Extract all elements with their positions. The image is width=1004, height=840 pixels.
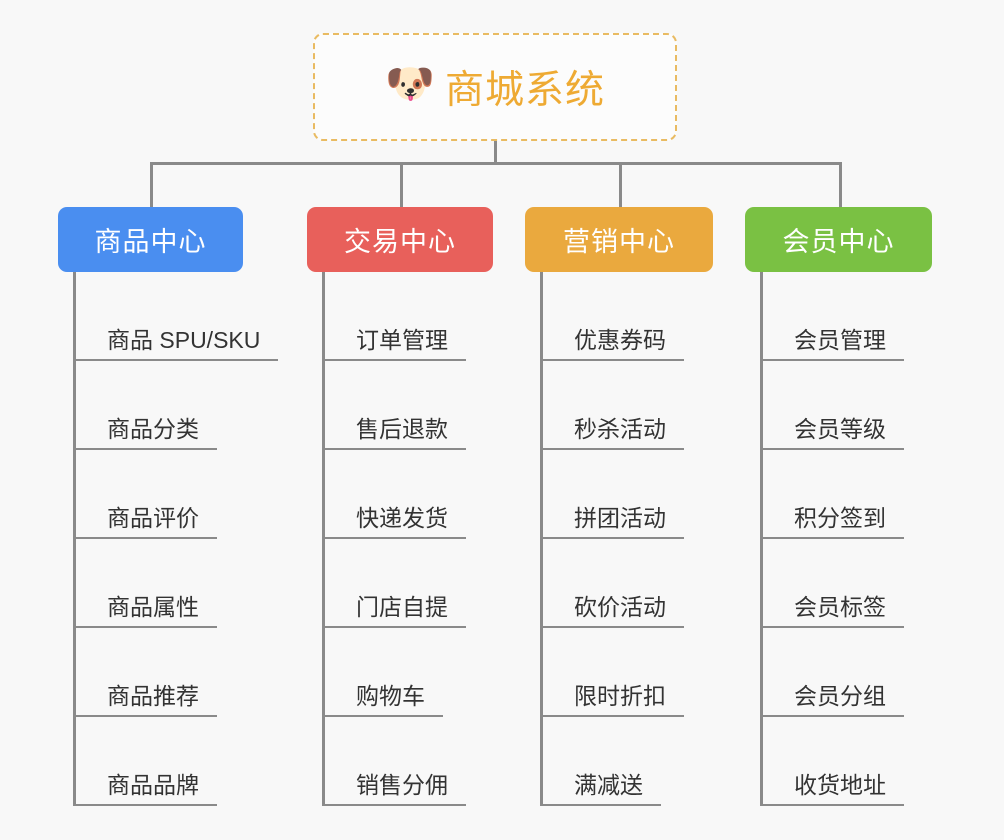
list-item[interactable]: 会员分组 [745,628,965,717]
leaf-label: 秒杀活动 [574,415,666,442]
list-item[interactable]: 秒杀活动 [525,361,745,450]
leaf-label: 商品 SPU/SKU [107,326,261,353]
connector-drop-3 [619,162,622,209]
root-node[interactable]: 🐶 商城系统 [313,33,677,141]
leaf-label: 会员标签 [794,593,886,620]
leaf-label: 会员管理 [794,326,886,353]
connector-drop-1 [150,162,153,209]
leaf-label: 收货地址 [794,771,886,798]
leaf-label: 商品品牌 [107,771,199,798]
list-item[interactable]: 拼团活动 [525,450,745,539]
list-item[interactable]: 优惠券码 [525,272,745,361]
branch-trunk-1 [322,272,325,806]
branch-items-2: 优惠券码 秒杀活动 拼团活动 砍价活动 限时折扣 满减送 [525,272,745,806]
leaf-label: 订单管理 [356,326,448,353]
branch-items-1: 订单管理 售后退款 快递发货 门店自提 购物车 销售分佣 [307,272,527,806]
leaf-label: 限时折扣 [574,682,666,709]
list-item[interactable]: 购物车 [307,628,527,717]
leaf-label: 商品分类 [107,415,199,442]
connector-drop-2 [400,162,403,209]
list-item[interactable]: 商品推荐 [58,628,288,717]
connector-root-stem [494,141,497,165]
branch-column-2: 营销中心 优惠券码 秒杀活动 拼团活动 砍价活动 限时折扣 满减送 [525,207,745,806]
leaf-label: 满减送 [574,771,643,798]
list-item[interactable]: 会员等级 [745,361,965,450]
leaf-label: 商品属性 [107,593,199,620]
branch-trunk-3 [760,272,763,806]
leaf-label: 砍价活动 [574,593,666,620]
branch-header-0[interactable]: 商品中心 [58,207,243,272]
leaf-label: 门店自提 [356,593,448,620]
branch-items-3: 会员管理 会员等级 积分签到 会员标签 会员分组 收货地址 [745,272,965,806]
list-item[interactable]: 砍价活动 [525,539,745,628]
leaf-label: 会员等级 [794,415,886,442]
root-title: 商城系统 [444,69,605,112]
leaf-label: 优惠券码 [574,326,666,353]
branch-trunk-0 [73,272,76,806]
list-item[interactable]: 销售分佣 [307,717,527,806]
leaf-label: 购物车 [356,682,425,709]
connector-horizontal-bus [150,162,842,165]
list-item[interactable]: 商品 SPU/SKU [58,272,288,361]
list-item[interactable]: 快递发货 [307,450,527,539]
list-item[interactable]: 限时折扣 [525,628,745,717]
branch-items-0: 商品 SPU/SKU 商品分类 商品评价 商品属性 商品推荐 商品品牌 [58,272,288,806]
list-item[interactable]: 售后退款 [307,361,527,450]
branch-header-label: 会员中心 [782,227,895,257]
branch-column-1: 交易中心 订单管理 售后退款 快递发货 门店自提 购物车 销售分佣 [307,207,527,806]
list-item[interactable]: 满减送 [525,717,745,806]
list-item[interactable]: 订单管理 [307,272,527,361]
branch-header-1[interactable]: 交易中心 [307,207,493,272]
branch-header-3[interactable]: 会员中心 [745,207,932,272]
connector-drop-4 [839,162,842,209]
list-item[interactable]: 收货地址 [745,717,965,806]
leaf-label: 商品评价 [107,504,199,531]
leaf-label: 快递发货 [356,504,448,531]
branch-header-2[interactable]: 营销中心 [525,207,713,272]
branch-trunk-2 [540,272,543,806]
list-item[interactable]: 商品品牌 [58,717,288,806]
list-item[interactable]: 商品评价 [58,450,288,539]
branch-header-label: 交易中心 [344,227,456,257]
branch-column-3: 会员中心 会员管理 会员等级 积分签到 会员标签 会员分组 收货地址 [745,207,965,806]
leaf-label: 售后退款 [356,415,448,442]
list-item[interactable]: 门店自提 [307,539,527,628]
leaf-label: 商品推荐 [107,682,199,709]
leaf-label: 拼团活动 [574,504,666,531]
leaf-label: 销售分佣 [356,771,448,798]
list-item[interactable]: 会员标签 [745,539,965,628]
dog-face-icon: 🐶 [384,62,435,106]
list-item[interactable]: 积分签到 [745,450,965,539]
branch-header-label: 营销中心 [563,227,675,257]
list-item[interactable]: 商品属性 [58,539,288,628]
list-item[interactable]: 会员管理 [745,272,965,361]
list-item[interactable]: 商品分类 [58,361,288,450]
branch-header-label: 商品中心 [94,227,207,257]
leaf-label: 积分签到 [794,504,886,531]
leaf-label: 会员分组 [794,682,886,709]
branch-column-0: 商品中心 商品 SPU/SKU 商品分类 商品评价 商品属性 商品推荐 商品品牌 [58,207,288,806]
